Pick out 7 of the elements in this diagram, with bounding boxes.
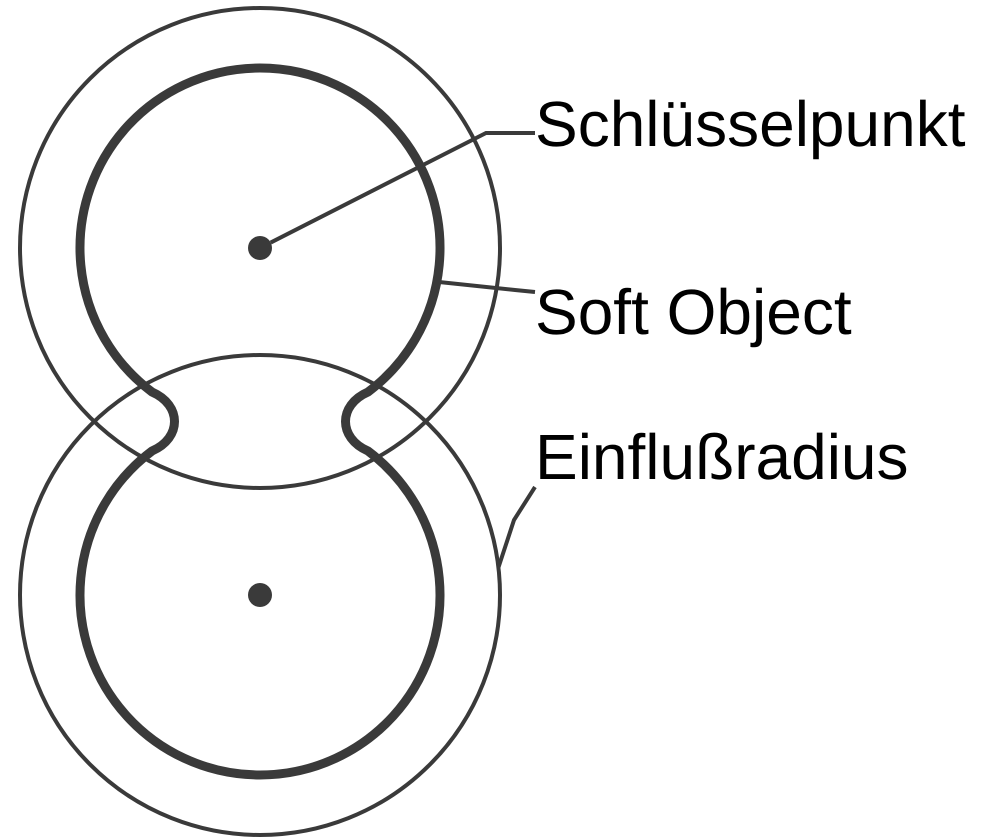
leader-line	[270, 131, 535, 244]
key-point-dot	[248, 236, 272, 260]
leader-line	[438, 280, 536, 294]
leader-line	[496, 486, 537, 568]
influence-circle	[18, 353, 502, 837]
part-label: Einflußradius	[535, 425, 908, 489]
soft-object-outline	[76, 64, 444, 780]
